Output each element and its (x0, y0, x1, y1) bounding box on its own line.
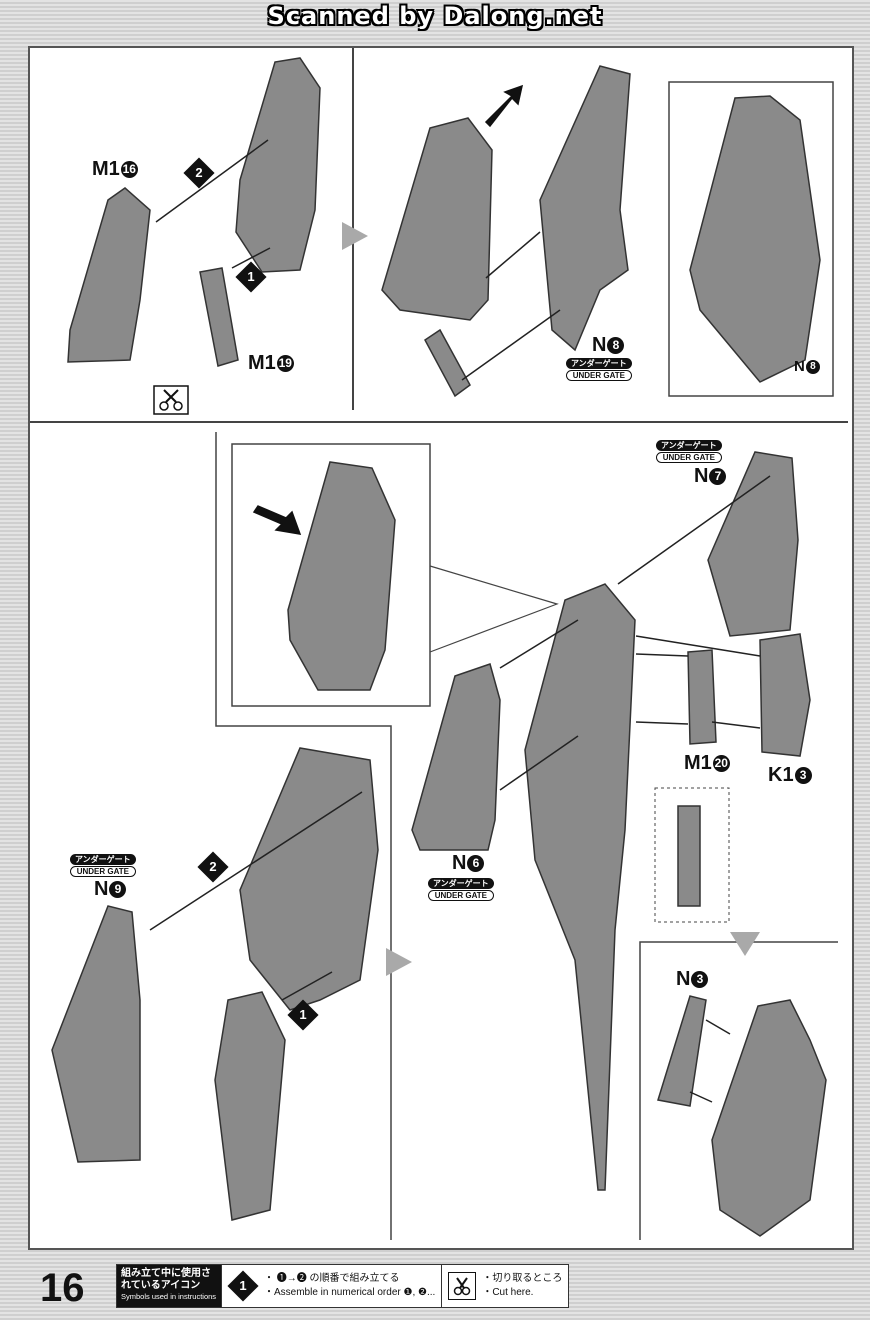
step-2-marker-top: 2 (183, 157, 215, 189)
part-n3-shape (657, 995, 707, 1107)
symbols-legend: 組み立て中に使用されているアイコン Symbols used in instru… (116, 1264, 570, 1308)
part-n7-shape (707, 451, 799, 637)
main-assembly-shape (524, 583, 636, 1191)
completed-assembly-shape (689, 95, 821, 383)
part-pin-shape (424, 328, 471, 398)
step-1-marker-bottom: 1 (287, 999, 319, 1031)
legend-cut-cell: ・切り取るところ ・Cut here. (441, 1265, 568, 1307)
n3-target-shape (711, 999, 827, 1237)
legend-step-cell: 1 ・ ❶→❷ の順番で組み立てる ・Assemble in numerical… (221, 1265, 441, 1307)
inset-zoom-shape (287, 461, 396, 691)
legend-step-jp: ・ ❶→❷ の順番で組み立てる (264, 1273, 400, 1284)
step-2-marker-bottom: 2 (197, 851, 229, 883)
part-n6-shape (411, 663, 501, 851)
nipper-cut-icon (448, 1272, 477, 1300)
part-body-shape-a (235, 57, 321, 273)
part-n9-shape (51, 905, 141, 1163)
part-frame-arm-shape (214, 991, 286, 1221)
legend-step-en: ・Assemble in numerical order ❶, ❷... (264, 1287, 436, 1298)
part-n8-frame-shape (539, 65, 631, 352)
part-m1-20-shape (687, 649, 717, 745)
part-m1-16-shape (67, 187, 151, 363)
step-1-marker-top: 1 (235, 261, 267, 293)
part-body-shape-b (381, 117, 493, 321)
legend-title: 組み立て中に使用されているアイコン Symbols used in instru… (117, 1265, 221, 1307)
legend-cut-en: ・Cut here. (482, 1287, 534, 1298)
part-m1-19-shape (199, 267, 239, 367)
legend-cut-jp: ・切り取るところ (482, 1273, 563, 1284)
page-number: 16 (40, 1266, 85, 1310)
part-k1-3-shape (759, 633, 811, 757)
scan-watermark: Scanned by Dalong.net (267, 2, 603, 30)
bottom-assembly-shape (239, 747, 379, 1011)
step-order-icon: 1 (227, 1270, 259, 1302)
